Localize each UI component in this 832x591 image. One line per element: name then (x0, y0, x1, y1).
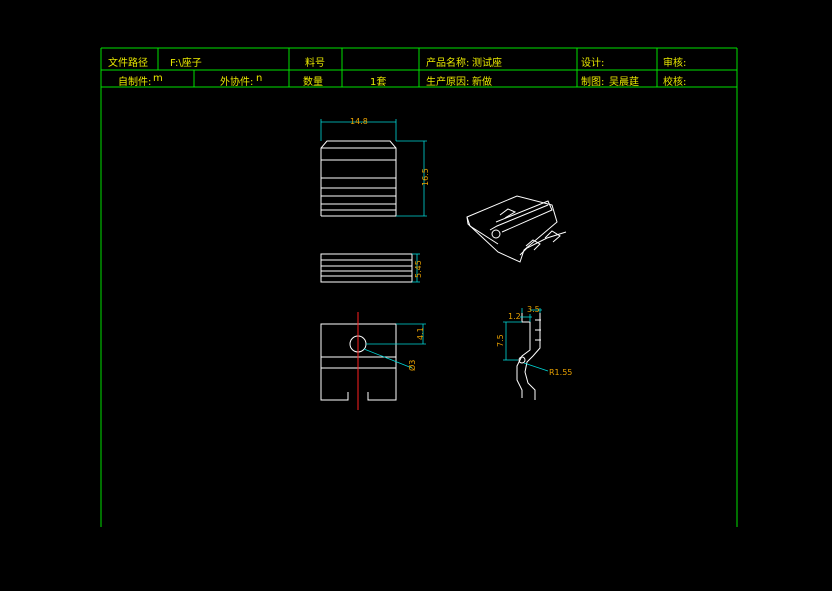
dim-top-width: 14.8 (350, 117, 368, 126)
design-label: 设计: (581, 58, 605, 69)
product-name-value: 测试座 (472, 58, 502, 69)
dim-top-height: 16.5 (421, 168, 430, 186)
qty-label: 数量 (303, 77, 323, 88)
review-label: 审核: (663, 58, 687, 69)
drafter-value: 吴晨莛 (609, 77, 639, 88)
product-name-label: 产品名称: (426, 58, 470, 69)
side-profile-dims (503, 308, 549, 372)
dim-mid-height: 5.45 (414, 260, 423, 278)
title-block-frame (100, 47, 738, 527)
self-made-value: m (153, 73, 163, 84)
outsourced-label: 外协件: (220, 77, 254, 88)
top-view (320, 140, 397, 217)
dim-side-radius: R1.55 (549, 368, 572, 377)
file-path-value: F:\座子 (170, 58, 202, 69)
dim-side-w1: 3.5 (527, 305, 540, 314)
reason-value: 新做 (472, 77, 492, 88)
dim-bottom-offset: 4.1 (416, 327, 425, 340)
file-path-label: 文件路径 (108, 58, 148, 69)
side-profile-view (516, 313, 541, 400)
dim-side-w2: 1.2 (508, 312, 521, 321)
dim-bottom-hole: Ø3 (407, 360, 417, 371)
middle-view (320, 253, 413, 283)
isometric-view (466, 195, 567, 263)
outsourced-value: n (256, 73, 263, 84)
top-view-dims (320, 119, 427, 217)
qty-value: 1套 (370, 77, 387, 88)
self-made-label: 自制件: (118, 77, 152, 88)
bottom-view-dims (363, 323, 426, 369)
drafter-label: 制图: (581, 77, 605, 88)
checker-label: 校核: (663, 77, 687, 88)
middle-view-dims (412, 253, 420, 283)
reason-label: 生产原因: (426, 77, 470, 88)
dim-side-h: 7.5 (496, 334, 505, 347)
code-label: 料号 (305, 58, 325, 69)
